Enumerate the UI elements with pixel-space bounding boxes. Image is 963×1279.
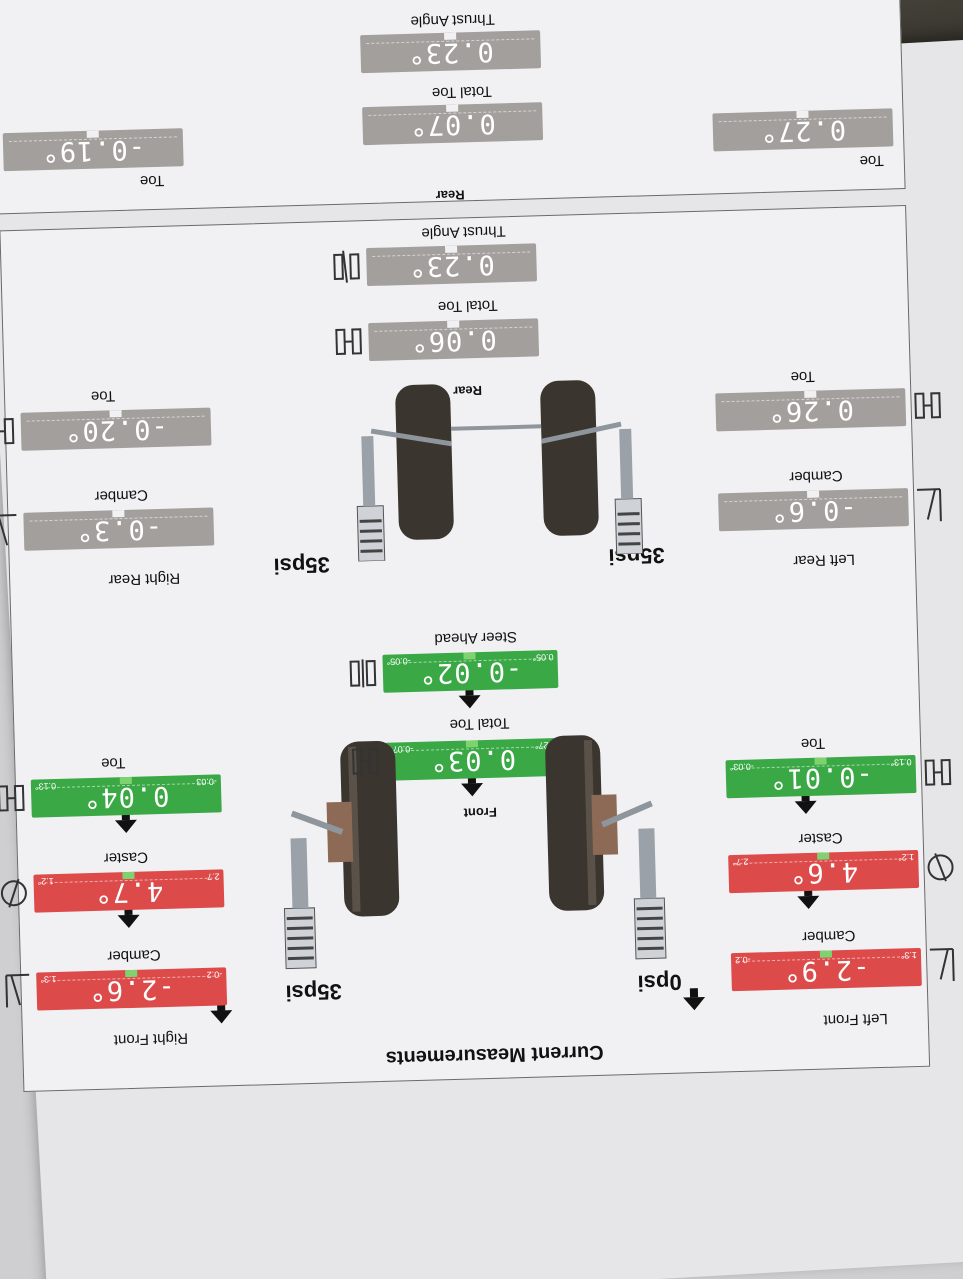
right-toe-label: Toe (100, 754, 126, 772)
current-measurements-panel: Current Measurements Left Front 0psi 1.3… (0, 205, 955, 1093)
right-front-pressure: 35psi (285, 979, 343, 1006)
rear-total-toe-label: Total Toe (437, 296, 498, 316)
right-rear-toe-value: -0.20° (63, 412, 169, 447)
right-toe-gauge: -0.03 0.13° 0.04° (30, 774, 222, 818)
rear-total-toe-value: 0.06° (410, 323, 498, 357)
right-caster-value: 4.7° (93, 875, 164, 908)
camber-icon (5, 973, 30, 1008)
thrust-angle-label: Thrust Angle (421, 222, 506, 242)
prev-thrust-value: 0.23° (407, 35, 495, 69)
steer-ahead-arrow (458, 695, 481, 709)
front-section-label: Front (463, 804, 498, 821)
left-rear-camber-gauge: -0.6° (718, 488, 910, 532)
right-toe-value: 0.04° (82, 779, 170, 814)
rear-toe-icon (914, 392, 942, 419)
left-caster-gauge: 1.2° 2.7° 4.6° (728, 849, 920, 894)
left-rear-camber-value: -0.6° (769, 493, 858, 527)
right-caster-arrow (117, 914, 140, 929)
front-total-toe-gauge: 0.27° -0.07° 0.03° (384, 737, 561, 781)
toe-icon (924, 758, 952, 786)
left-rear-label: Left Rear (792, 550, 856, 570)
toe-icon (0, 784, 25, 812)
right-front-wheel-diagram (283, 740, 400, 970)
right-rear-camber-gauge: -0.3° (23, 507, 215, 551)
left-camber-arrow (683, 996, 706, 1011)
right-camber-value: -2.6° (88, 972, 176, 1007)
right-camber-label: Camber (107, 946, 161, 965)
right-rear-camber-value: -0.3° (75, 512, 163, 547)
prev-total-toe-value: 0.07° (409, 107, 497, 141)
left-toe-arrow (794, 800, 818, 815)
thrust-angle-gauge: 0.23° (366, 243, 538, 287)
rear-total-toe-gauge: 0.06° (368, 318, 540, 362)
steer-ahead-icon (349, 659, 377, 688)
front-total-toe-label: Total Toe (449, 714, 510, 733)
prev-left-toe-value: 0.27° (759, 113, 847, 148)
right-camber-gauge: -0.2 1.3° -2.6° (36, 967, 228, 1011)
thrust-angle-value: 0.23° (407, 248, 496, 282)
left-camber-label: Camber (801, 926, 856, 946)
rear-camber-icon (0, 513, 17, 546)
total-toe-icon (352, 747, 379, 775)
left-rear-camber-label: Camber (788, 466, 843, 486)
right-rear-camber-label: Camber (94, 486, 149, 505)
right-caster-gauge: 2.7 1.2° 4.7° (33, 869, 225, 913)
left-caster-value: 4.6° (788, 855, 859, 889)
left-toe-gauge: 0.13° -0.03° -0.01° (725, 754, 917, 799)
steer-ahead-label: Steer Ahead (434, 628, 518, 648)
page-title: Current Measurements (385, 1040, 604, 1069)
rear-axle-diagram (356, 380, 644, 562)
right-camber-arrow (210, 1010, 233, 1024)
right-toe-arrow (114, 819, 138, 834)
left-caster-arrow (797, 895, 820, 910)
left-rear-toe-label: Toe (790, 367, 816, 386)
left-front-wheel-diagram (545, 735, 667, 960)
thrust-angle-icon (333, 250, 360, 283)
left-toe-label: Toe (800, 734, 826, 753)
prev-total-toe-label: Total Toe (431, 82, 492, 102)
prev-total-toe-gauge: 0.07° (362, 102, 544, 146)
prev-left-toe-label: Toe (859, 151, 885, 170)
caster-icon (927, 853, 954, 882)
total-toe-arrow (461, 783, 484, 797)
left-rear-toe-gauge: 0.26° (715, 388, 907, 432)
rear-total-toe-icon (335, 328, 363, 355)
prev-right-toe-value: -0.19° (41, 133, 146, 168)
rear-toe-icon (0, 418, 15, 445)
prev-right-toe-gauge: -0.19° (2, 128, 184, 172)
right-front-label: Right Front (113, 1029, 189, 1049)
rear-camber-icon (916, 488, 942, 522)
right-rear-toe-label: Toe (90, 387, 116, 405)
prev-thrust-gauge: 0.23° (360, 30, 542, 74)
prev-thrust-label: Thrust Angle (410, 10, 495, 30)
previous-measurements-panel: Rear Toe 0.27° Toe -0.19° 0.07° Total To… (0, 0, 906, 215)
caster-icon (0, 878, 27, 908)
left-front-pressure: 0psi (637, 969, 683, 996)
left-front-label: Left Front (823, 1009, 888, 1029)
camber-icon (929, 948, 955, 982)
steer-ahead-value: -0.02° (418, 654, 523, 689)
steer-ahead-gauge: 0.05° -0.05° -0.02° (382, 649, 559, 693)
right-rear-pressure: 35psi (273, 552, 331, 579)
left-caster-label: Caster (798, 829, 843, 848)
left-camber-gauge: 1.3° -0.2 -2.9° (730, 947, 922, 992)
right-rear-toe-gauge: -0.20° (20, 407, 212, 451)
right-rear-label: Right Rear (108, 569, 181, 589)
prev-left-toe-gauge: 0.27° (712, 108, 894, 152)
prev-right-toe-label: Toe (139, 171, 165, 190)
prev-rear-label: Rear (435, 187, 465, 204)
left-camber-value: -2.9° (782, 953, 870, 987)
left-toe-value: -0.01° (768, 760, 874, 795)
left-rear-toe-value: 0.26° (767, 393, 855, 427)
front-total-toe-value: 0.03° (429, 743, 517, 777)
right-caster-label: Caster (103, 848, 149, 867)
